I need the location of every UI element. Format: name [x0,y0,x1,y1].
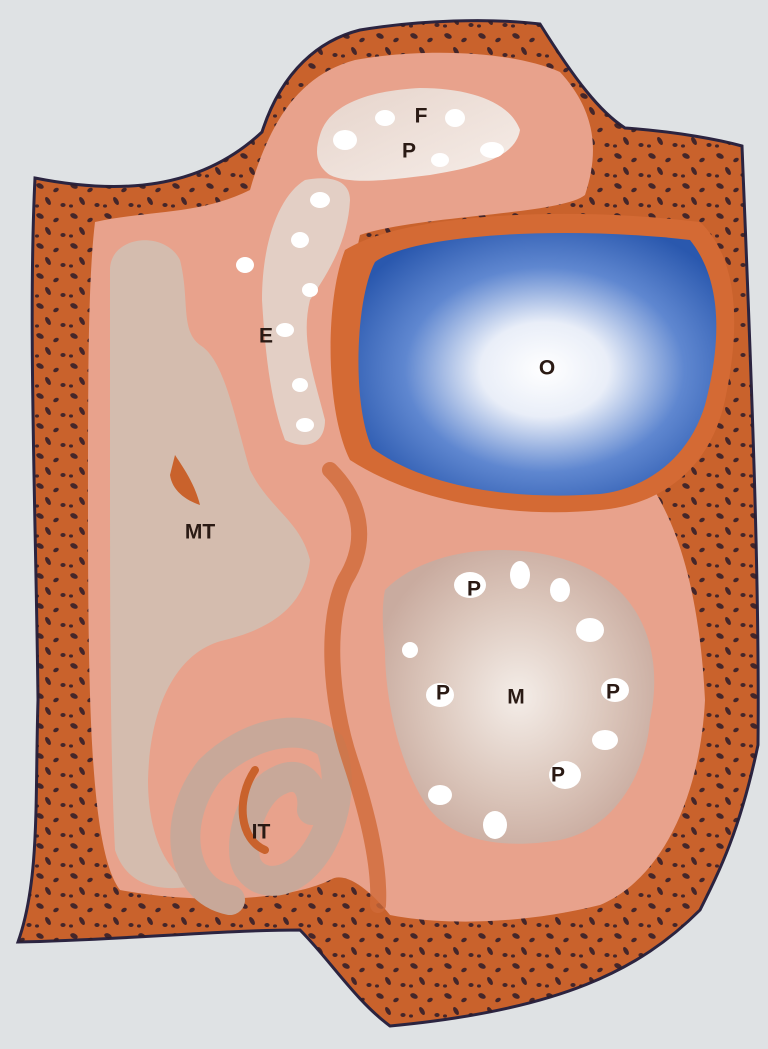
label-maxillary-polyp-bottom: P [551,765,565,786]
label-inferior-turbinate: IT [252,822,271,843]
label-maxillary-polyp-left: P [436,683,450,704]
label-ethmoid: E [259,326,273,347]
label-frontal: F [415,106,428,127]
label-middle-turbinate: MT [185,522,215,543]
orbit [358,233,716,496]
label-maxillary: M [507,687,525,708]
label-maxillary-polyp-top: P [467,579,481,600]
label-maxillary-polyp-right: P [606,682,620,703]
label-frontal-polyp: P [402,141,416,162]
label-orbit: O [539,358,555,379]
